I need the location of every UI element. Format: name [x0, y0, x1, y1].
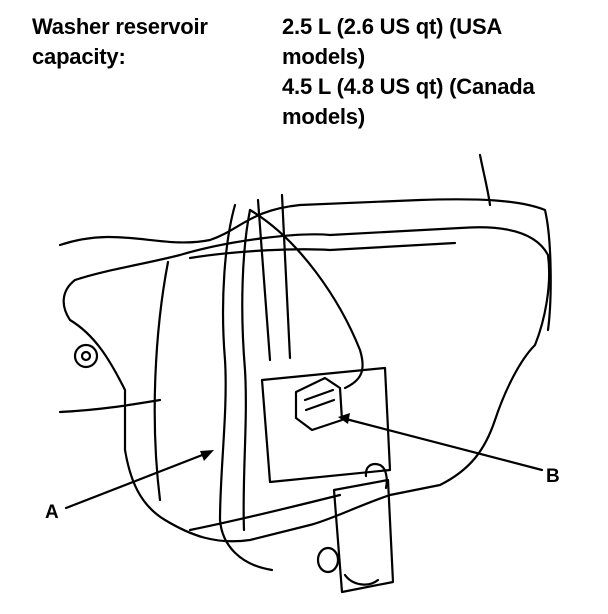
pump-outlet [316, 546, 340, 574]
connector-latch [303, 388, 336, 412]
connector-mount-plate [260, 366, 392, 484]
pump-bottom-clip [343, 573, 380, 586]
callout-b-arrowhead [338, 413, 350, 424]
capacity-label-line-2: capacity: [32, 44, 126, 69]
callout-a-arrowhead [200, 450, 214, 461]
reservoir-tank [62, 226, 551, 543]
capacity-label-line-1: Washer reservoir [32, 14, 208, 39]
reservoir-lower-contour [188, 493, 342, 532]
capacity-value-line-4: models) [282, 104, 365, 129]
filler-neck [256, 193, 292, 362]
mounting-bolt [73, 343, 99, 369]
body-panel-seam [478, 153, 492, 207]
body-panel-lower-edge [58, 398, 162, 414]
hose-to-connector [248, 208, 364, 390]
electrical-connector [294, 376, 344, 432]
callout-a-label: A [45, 502, 59, 523]
callout-b-leader [340, 416, 544, 472]
capacity-label: Washer reservoir capacity: [32, 12, 262, 72]
mounting-bolt-center [80, 350, 92, 362]
capacity-value-line-1: 2.5 L (2.6 US qt) (USA [282, 14, 503, 39]
reservoir-top-ridge [188, 241, 457, 260]
capacity-value-line-2: models) [282, 44, 365, 69]
body-panel-outline [58, 198, 552, 332]
washer-hose-inner [241, 208, 252, 532]
callout-a-leader [64, 450, 212, 510]
capacity-value-line-3: 4.5 L (4.8 US qt) (Canada [282, 74, 535, 99]
washer-pump-motor [332, 478, 395, 594]
washer-hose [218, 203, 274, 572]
capacity-values: 2.5 L (2.6 US qt) (USA models) 4.5 L (4.… [282, 12, 602, 132]
callout-b-label: B [546, 466, 560, 487]
reservoir-inner-edge [153, 260, 170, 502]
pump-top-cap [364, 462, 388, 490]
